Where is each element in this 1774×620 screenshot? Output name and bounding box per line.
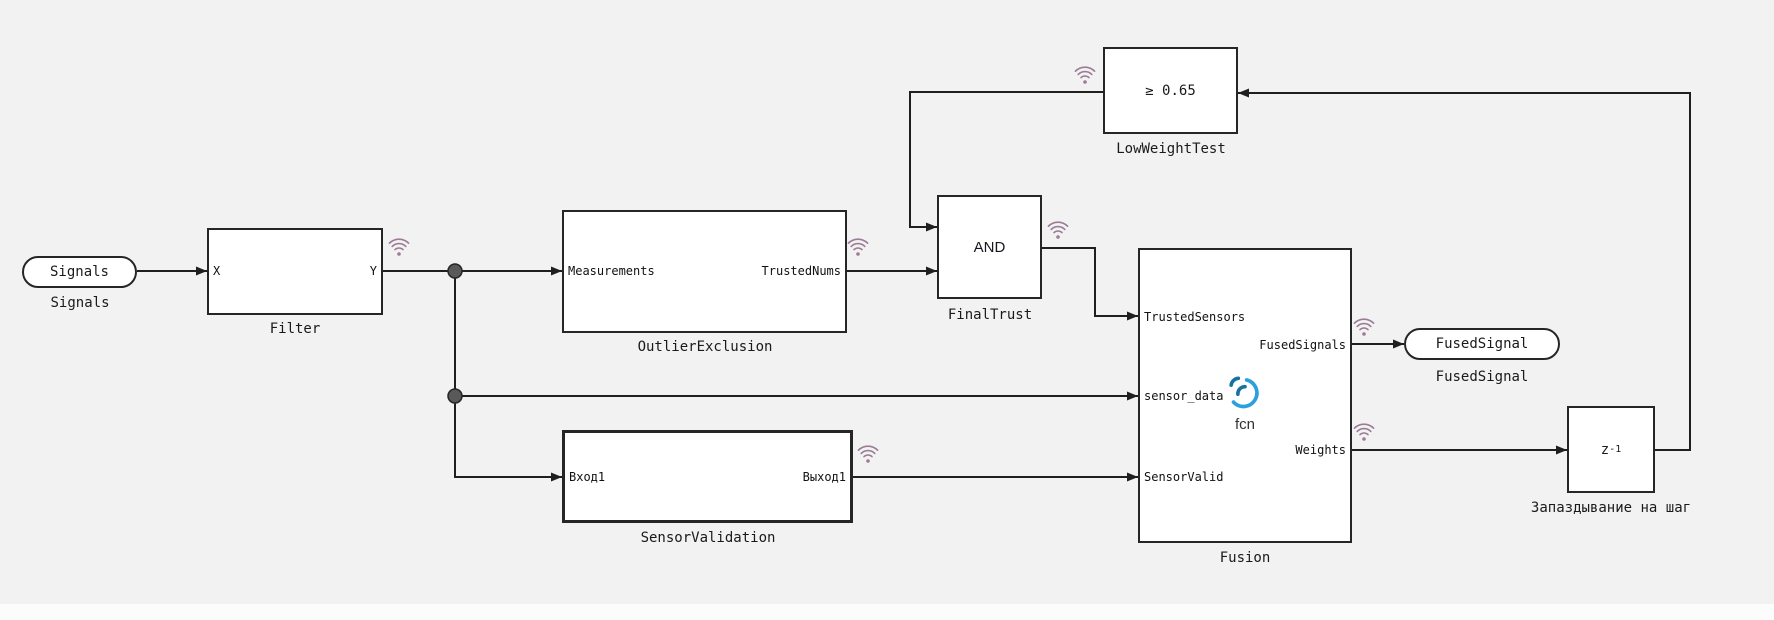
outport-fusedsignal-text: FusedSignal: [1435, 336, 1529, 352]
branch-point: [447, 388, 463, 404]
block-filter[interactable]: X Y: [207, 228, 383, 315]
port-label-trustednums: TrustedNums: [761, 264, 841, 278]
port-label-vyhod1: Выход1: [802, 470, 846, 484]
unit-delay-expression: z-1: [1569, 408, 1653, 491]
port-label-sensorvalid: SensorValid: [1144, 470, 1224, 484]
port-label-y: Y: [369, 264, 377, 278]
block-unitdelay[interactable]: z-1: [1567, 406, 1655, 493]
and-operator-text: AND: [973, 238, 1006, 256]
block-label-unitdelay[interactable]: Запаздывание на шаг: [1530, 500, 1692, 516]
signal-logging-icon[interactable]: [1074, 66, 1096, 85]
signal-logging-icon[interactable]: [1047, 221, 1069, 240]
inport-signals-label[interactable]: Signals: [50, 295, 110, 311]
block-fusion[interactable]: TrustedSensors sensor_data SensorValid F…: [1138, 248, 1352, 543]
block-label-fusion[interactable]: Fusion: [1219, 550, 1271, 566]
wire-lowweighttest-to-finaltrust[interactable]: [909, 91, 1103, 232]
outport-fusedsignal-label[interactable]: FusedSignal: [1435, 369, 1529, 385]
wire-unitdelay-to-lowweighttest-feedback[interactable]: [1238, 88, 1691, 451]
wire-branch-to-sensorvalidation[interactable]: [454, 271, 562, 482]
unit-delay-base: z: [1600, 441, 1610, 458]
port-label-vhod1: Вход1: [569, 470, 606, 484]
unit-delay-exponent: -1: [1609, 444, 1622, 455]
signal-logging-icon[interactable]: [857, 445, 879, 464]
outport-fusedsignal[interactable]: FusedSignal: [1404, 328, 1560, 360]
signal-logging-icon[interactable]: [1353, 423, 1375, 442]
block-finaltrust[interactable]: AND: [937, 195, 1042, 299]
block-sensorvalidation[interactable]: Вход1 Выход1: [562, 430, 853, 523]
signal-logging-icon[interactable]: [1353, 318, 1375, 337]
port-label-sensor-data: sensor_data: [1144, 389, 1224, 403]
block-label-sensorvalidation[interactable]: SensorValidation: [640, 530, 776, 546]
port-label-weights: Weights: [1295, 443, 1346, 457]
port-label-measurements: Measurements: [568, 264, 655, 278]
block-label-outlierexclusion[interactable]: OutlierExclusion: [637, 339, 773, 355]
block-label-lowweighttest[interactable]: LowWeightTest: [1116, 141, 1226, 157]
inport-signals-text: Signals: [49, 264, 109, 280]
branch-point: [447, 263, 463, 279]
wire-finaltrust-to-fusion[interactable]: [1042, 247, 1138, 321]
signal-logging-icon[interactable]: [388, 238, 410, 257]
matlab-function-icon: [1229, 376, 1259, 409]
block-lowweighttest[interactable]: ≥ 0.65: [1103, 47, 1238, 134]
signal-logging-icon[interactable]: [847, 238, 869, 257]
block-label-filter[interactable]: Filter: [269, 321, 321, 337]
port-label-fusedsignals: FusedSignals: [1259, 338, 1346, 352]
block-outlierexclusion[interactable]: Measurements TrustedNums: [562, 210, 847, 333]
port-label-x: X: [213, 264, 221, 278]
fcn-caption: fcn: [1234, 416, 1256, 433]
canvas-edge: [0, 604, 1774, 620]
threshold-expression: ≥ 0.65: [1145, 82, 1196, 99]
block-label-finaltrust[interactable]: FinalTrust: [947, 307, 1033, 323]
port-label-trustedsensors: TrustedSensors: [1144, 310, 1246, 324]
inport-signals[interactable]: Signals: [22, 256, 137, 288]
